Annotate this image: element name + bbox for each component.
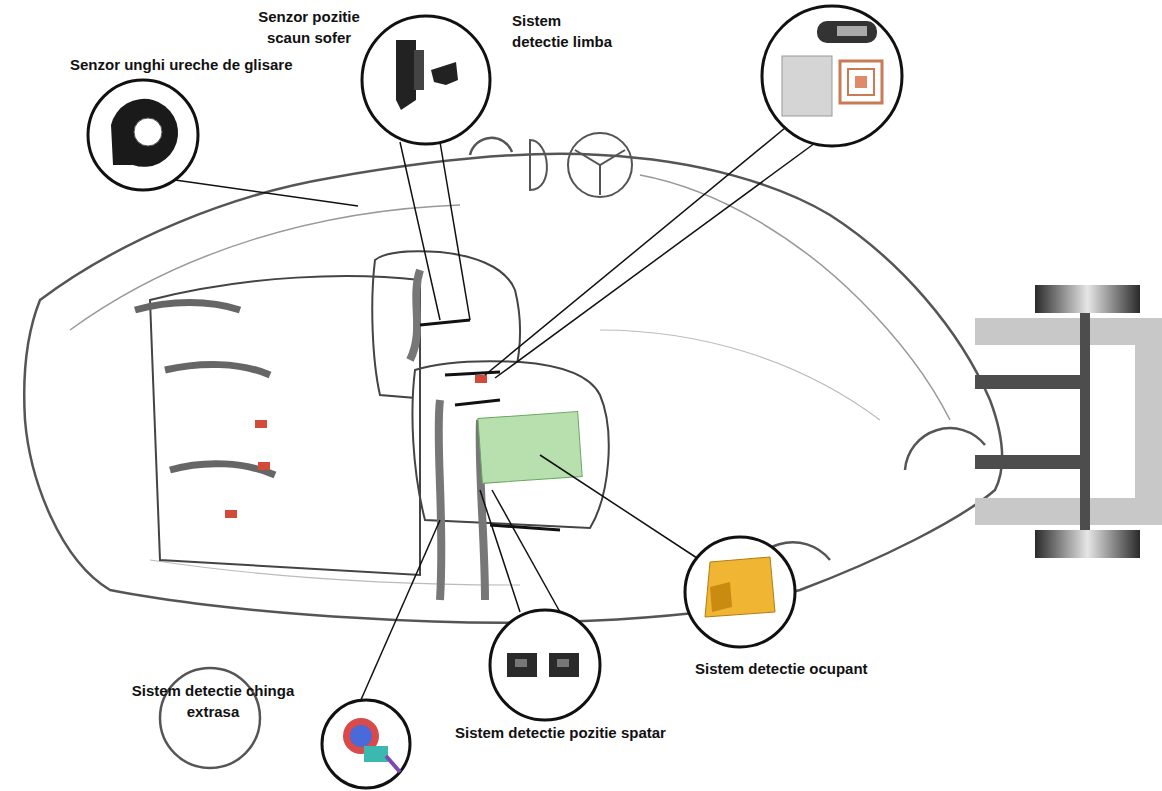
- callout-circle: Senzor unghi ureche de glisare: [70, 54, 370, 77]
- callout-circle: Sistem detectie ocupant: [695, 658, 935, 681]
- wheels: [160, 138, 985, 768]
- car-body: [24, 154, 1002, 623]
- callout-circle: Sistem detectie chinga extrasa: [118, 680, 308, 724]
- steering-wheel: [530, 133, 632, 197]
- callout-label: Senzor pozitie scaun sofer: [248, 6, 370, 48]
- callout-circle-outline: [759, 3, 905, 149]
- callout-label: Sistem detectie chinga extrasa: [118, 680, 308, 722]
- callout-circle-outline: [319, 697, 413, 791]
- leader-lines: [175, 128, 815, 702]
- callout-circle-outline: [85, 77, 201, 193]
- callout-circle-outline: [487, 607, 603, 723]
- callout-circle: Senzor pozitie scaun sofer: [248, 6, 370, 50]
- callout-circle-outline: [359, 13, 493, 147]
- callout-label: Sistem detectie pozitie spatar: [455, 722, 785, 743]
- callout-label: Sistem detectie ocupant: [695, 658, 935, 679]
- callout-label: Senzor unghi ureche de glisare: [70, 54, 370, 75]
- callout-label: Sistem detectie limba: [512, 10, 622, 52]
- callout-circle: Sistem detectie limba: [512, 10, 622, 54]
- callout-circle-outline: [682, 534, 798, 650]
- axle-symbol: [975, 285, 1162, 558]
- callout-circle: Sistem detectie pozitie spatar: [455, 722, 785, 745]
- seats: [135, 251, 609, 600]
